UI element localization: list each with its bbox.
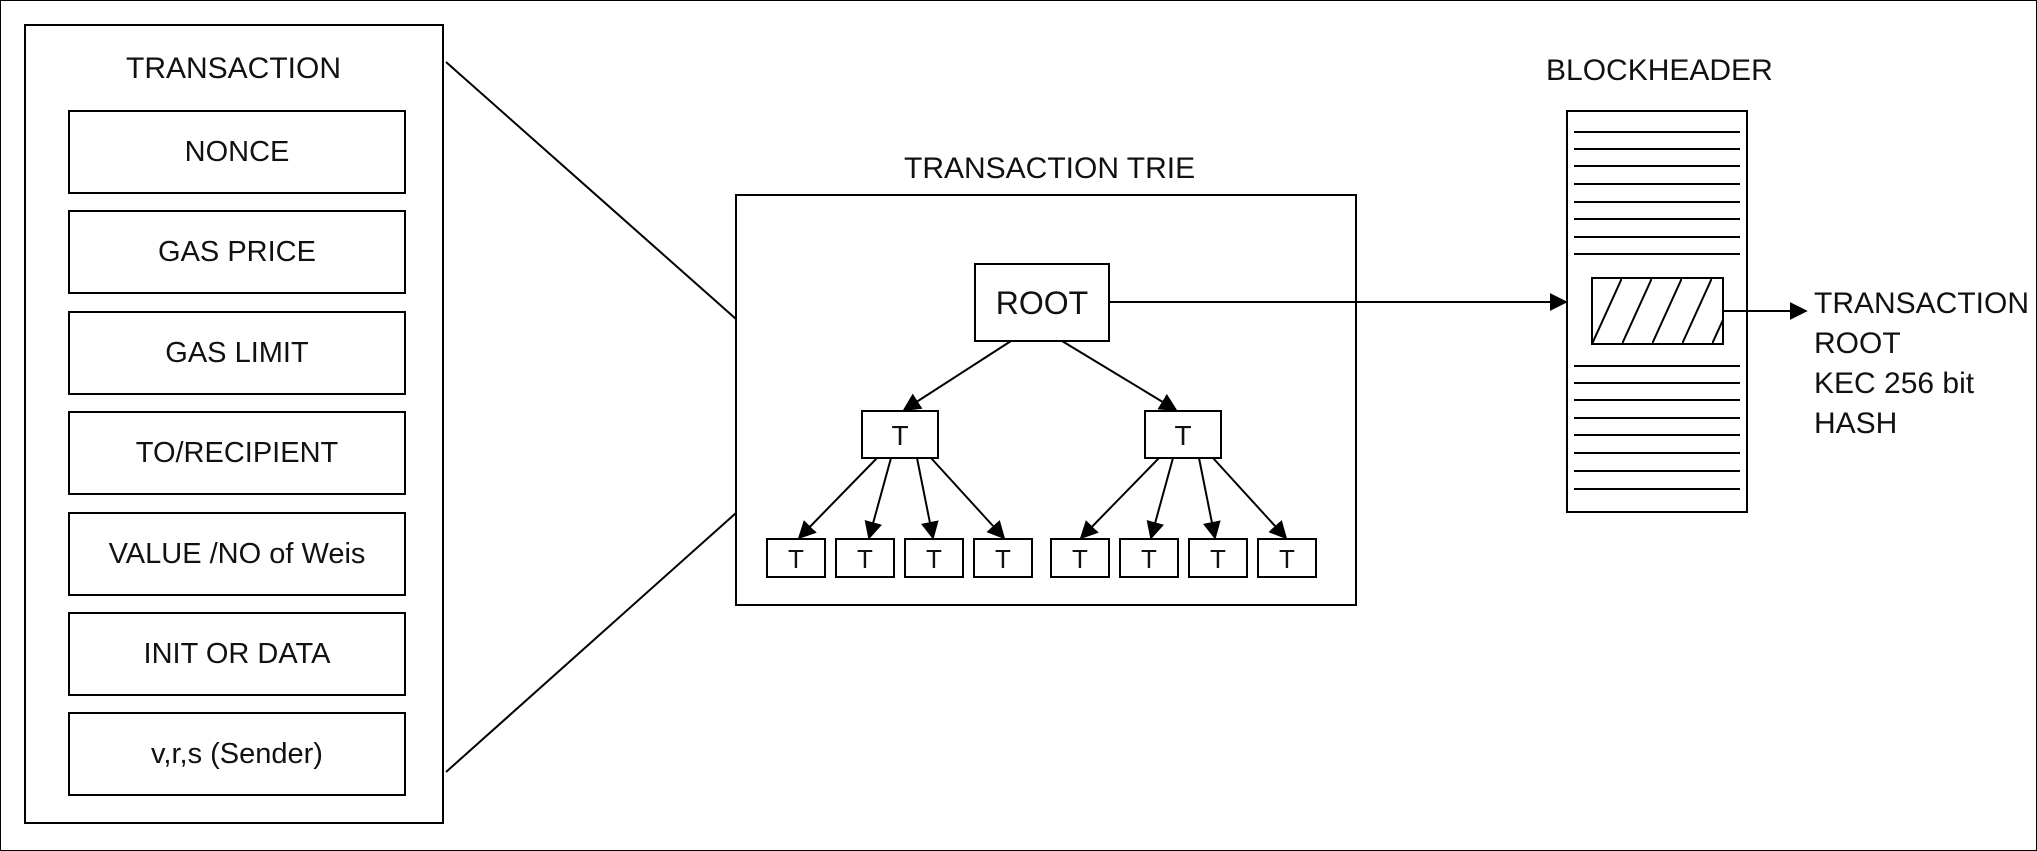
leaf-node-5-label: T [1072,544,1088,574]
transaction-root-line-2: ROOT [1814,327,1901,360]
field-signature: v,r,s (Sender) [68,712,406,796]
field-gas-price: GAS PRICE [68,210,406,294]
root-node-label: ROOT [996,285,1088,321]
transaction-root-label: TRANSACTION ROOT KEC 256 bit HASH [1814,284,2029,444]
edge-root-right [1061,340,1178,411]
transaction-root-line-4: HASH [1814,407,1898,440]
leaf-node-2 [835,538,895,578]
edge-left-leaf-4 [930,457,1006,540]
edge-left-leaf-1 [797,457,878,540]
edge-left-leaf-3 [916,457,939,540]
connector-top [445,61,737,320]
edge-right-leaf-1 [1079,457,1160,540]
edge-right-leaf-4 [1212,457,1288,540]
leaf-node-6 [1119,538,1179,578]
field-recipient: TO/RECIPIENT [68,411,406,495]
connector-bottom [445,512,737,773]
branch-node-right-label: T [1174,420,1191,451]
leaf-node-6-label: T [1141,544,1157,574]
branch-node-left [861,410,939,459]
blockheader-lines-top [1574,131,1740,255]
field-nonce: NONCE [68,110,406,194]
edge-right-leaf-2 [1146,457,1174,540]
leaf-node-3 [904,538,964,578]
field-gas-limit: GAS LIMIT [68,311,406,395]
trie-title: TRANSACTION TRIE [904,152,1196,185]
field-value: VALUE /NO of Weis [68,512,406,596]
leaf-node-1 [766,538,826,578]
edge-root-left [902,340,1012,411]
transaction-box [24,24,444,824]
branch-node-right [1144,410,1222,459]
blockheader-lines-bottom [1574,365,1740,490]
branch-node-left-label: T [891,420,908,451]
leaf-node-1-label: T [788,544,804,574]
blockheader-title: BLOCKHEADER [1546,54,1773,87]
leaf-node-8-label: T [1279,544,1295,574]
transaction-title: TRANSACTION [126,52,342,85]
leaf-node-7 [1188,538,1248,578]
field-init-data: INIT OR DATA [68,612,406,696]
transaction-root-field [1591,277,1724,345]
edge-right-leaf-3 [1198,457,1221,540]
transaction-root-line-1: TRANSACTION [1814,287,2030,320]
leaf-node-4-label: T [995,544,1011,574]
leaf-node-7-label: T [1210,544,1226,574]
leaf-node-2-label: T [857,544,873,574]
leaf-node-8 [1257,538,1317,578]
leaf-node-5 [1050,538,1110,578]
leaf-node-3-label: T [926,544,942,574]
edge-left-leaf-2 [864,457,892,540]
transaction-root-line-3: KEC 256 bit [1814,367,1975,400]
leaf-node-4 [973,538,1033,578]
